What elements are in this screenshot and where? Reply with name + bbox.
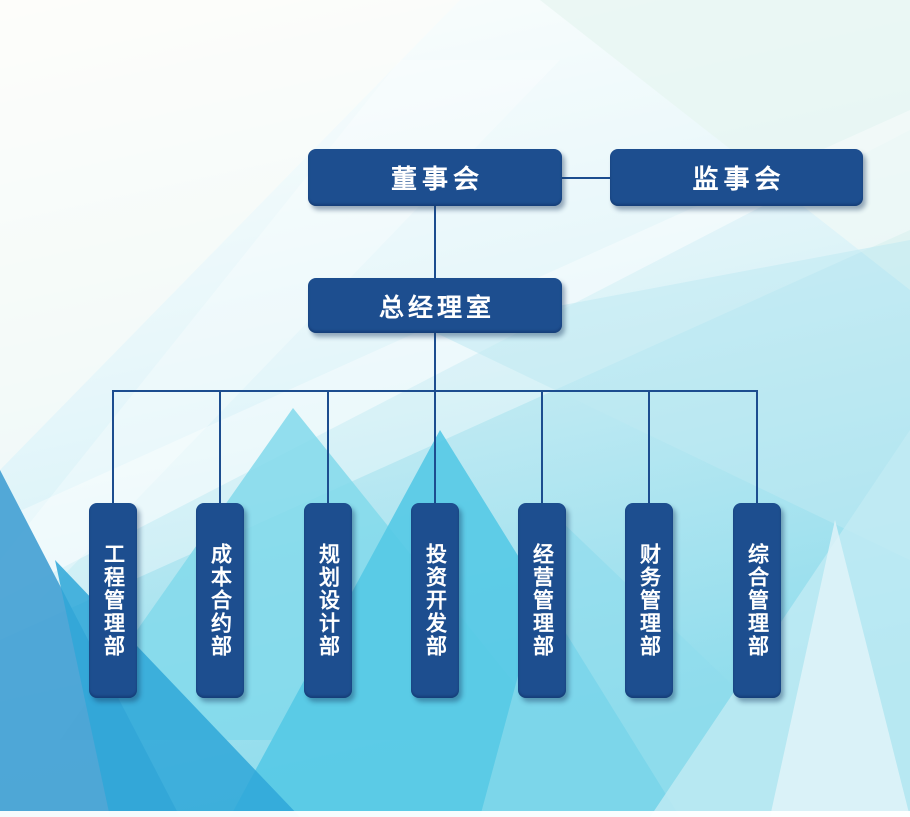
node-label: 财务管理部 xyxy=(637,543,661,658)
connector-drop-5 xyxy=(541,391,543,503)
connector-drop-1 xyxy=(112,391,114,503)
node-general-manager-office: 总经理室 xyxy=(308,278,562,333)
node-label: 监事会 xyxy=(692,164,786,194)
node-supervisory-board: 监事会 xyxy=(610,149,863,206)
node-dept-operations-management: 经营管理部 xyxy=(518,503,566,698)
connector-drop-7 xyxy=(756,391,758,503)
node-label: 投资开发部 xyxy=(423,543,447,658)
connector-drop-2 xyxy=(219,391,221,503)
node-label: 总经理室 xyxy=(378,293,495,322)
node-dept-investment-development: 投资开发部 xyxy=(411,503,459,698)
node-label: 成本合约部 xyxy=(208,543,232,658)
node-label: 经营管理部 xyxy=(530,543,554,658)
connector-drop-4 xyxy=(434,391,436,503)
connector-gm-bus xyxy=(434,333,436,391)
connector-drop-3 xyxy=(327,391,329,503)
node-dept-general-management: 综合管理部 xyxy=(733,503,781,698)
node-board-of-directors: 董事会 xyxy=(308,149,562,206)
node-label: 规划设计部 xyxy=(316,543,340,658)
node-dept-cost-contract: 成本合约部 xyxy=(196,503,244,698)
node-dept-planning-design: 规划设计部 xyxy=(304,503,352,698)
connector-drop-6 xyxy=(648,391,650,503)
node-dept-finance-management: 财务管理部 xyxy=(625,503,673,698)
node-dept-engineering-management: 工程管理部 xyxy=(89,503,137,698)
node-label: 工程管理部 xyxy=(101,543,125,658)
connector-board-gm xyxy=(434,206,436,278)
node-label: 董事会 xyxy=(390,164,484,194)
node-label: 综合管理部 xyxy=(745,543,769,658)
connector-board-supervisors xyxy=(562,177,610,179)
